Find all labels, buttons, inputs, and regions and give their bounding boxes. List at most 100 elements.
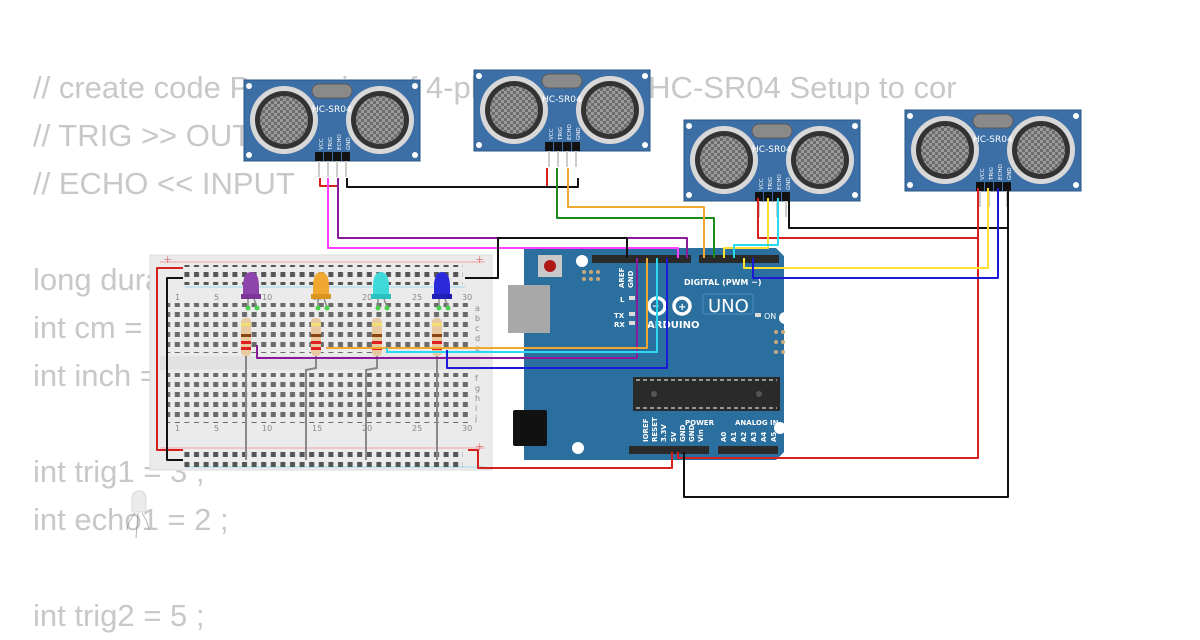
row-letter: c [475,324,479,333]
rail-plus-label: + [475,440,484,453]
wire-magenta[interactable] [327,178,679,258]
transducer [1007,116,1075,184]
wire-red[interactable] [757,198,978,239]
column-number: 20 [362,424,372,433]
wire-yellow[interactable] [743,188,989,269]
sensor-pin-header[interactable] [976,182,1011,191]
wire-blue[interactable] [752,188,999,279]
resistor[interactable] [311,318,321,356]
led-orange[interactable] [311,272,331,311]
wire-green[interactable] [556,168,715,258]
hc-sr04-sensor[interactable]: HC-SR04 VCC TRIG ECHO GND [904,109,1082,207]
wire-red[interactable] [468,449,673,469]
transducer [911,116,979,184]
dc-jack [513,410,547,446]
column-number: 5 [214,424,219,433]
pin-label-gnd: GND [1007,167,1013,180]
pin-label: A0 [720,432,728,442]
transducer [786,126,854,194]
code-line: int trig2 = 5 ; [33,598,205,633]
wire-red[interactable] [156,267,183,451]
wire-red[interactable] [319,178,338,187]
row-letter: f [475,374,478,383]
code-line: // ECHO << INPUT [33,166,295,201]
resistor[interactable] [372,318,382,356]
wire-black[interactable] [166,277,183,461]
center-channel [160,356,480,370]
wire-orange[interactable] [326,258,648,349]
resistor[interactable] [241,318,251,356]
resistor[interactable] [432,318,442,356]
wire-orange[interactable] [567,168,705,258]
sensor-model-label: HC-SR04 [542,95,582,105]
tx-led-label: TX [614,312,625,320]
hc-sr04-sensor[interactable]: HC-SR04 VCC TRIG ECHO GND [473,69,651,167]
ghost-led[interactable] [126,490,150,539]
sensor-pin-header[interactable] [315,152,350,161]
wire-cyan[interactable] [733,198,779,258]
pin-label-gnd: GND [346,137,352,150]
pin-label: A1 [730,432,738,442]
sensor-model-label: HC-SR04 [752,145,792,155]
hc-sr04-sensor[interactable]: HC-SR04 VCC TRIG ECHO GND [683,119,861,217]
wire-black[interactable] [465,237,628,279]
hc-sr04-sensor[interactable]: HC-SR04 VCC TRIG ECHO GND [243,79,421,177]
row-letter: g [475,384,480,393]
wire-black[interactable] [788,198,1008,229]
wires [156,168,1009,498]
ground-leads [245,355,438,460]
digital-header-high[interactable] [592,255,691,263]
svg-text:+: + [678,302,686,313]
led-cyan[interactable] [371,272,391,311]
wire-black[interactable] [683,188,1009,498]
pin-label: 3.3V [660,424,668,442]
wire-red[interactable] [677,188,979,459]
transducer [576,76,644,144]
column-number: 10 [262,293,272,302]
analog-header[interactable] [718,446,778,454]
pin-label-gnd: GND [627,270,635,288]
wire-cyan[interactable] [386,258,658,353]
arduino-uno[interactable]: AREF GND DIGITAL (PWM ~) L TX RX ARDUINO… [508,248,791,460]
column-number: 15 [312,424,322,433]
atmega-chip [633,377,780,411]
svg-text:−: − [652,302,660,312]
row-letter: h [475,394,480,403]
sensor-pin-header[interactable] [545,142,580,151]
wire-black[interactable] [346,178,579,188]
pin-label-echo: ECHO [777,174,783,190]
power-header[interactable] [629,446,709,454]
pin-label: GND [679,424,687,442]
wire-blue[interactable] [446,258,668,369]
pin-label-gnd: GND [576,127,582,140]
sensor-model-label: HC-SR04 [973,135,1013,145]
wire-yellow[interactable] [723,198,769,258]
pin-label-vcc: VCC [319,138,325,150]
power-rail-bottom[interactable] [183,450,463,470]
led-purple[interactable] [241,272,261,311]
pin-label: A3 [750,432,758,442]
row-letter: j [474,414,477,423]
rail-plus-label: + [163,253,172,266]
digital-label: DIGITAL (PWM ~) [684,278,762,287]
sensor-pin-header[interactable] [755,192,790,201]
rail-plus-label: + [475,253,484,266]
rx-led-label: RX [614,321,625,329]
row-letter: a [475,304,480,313]
pin-label: Vin [697,429,705,442]
analog-label: ANALOG IN [735,419,779,427]
pin-label: 5V [670,431,678,442]
row-letter: d [475,334,480,343]
pin-label: A2 [740,432,748,442]
pin-label-vcc: VCC [549,128,555,140]
terminal-strip-bottom[interactable] [166,373,471,423]
led-blue[interactable] [432,272,452,311]
pin-label: GND [688,424,696,442]
usb-port [508,285,550,333]
transducer [480,76,548,144]
pin-label-vcc: VCC [980,168,986,180]
power-label: POWER [685,419,715,427]
digital-header-low[interactable] [699,255,779,263]
transducer [250,86,318,154]
